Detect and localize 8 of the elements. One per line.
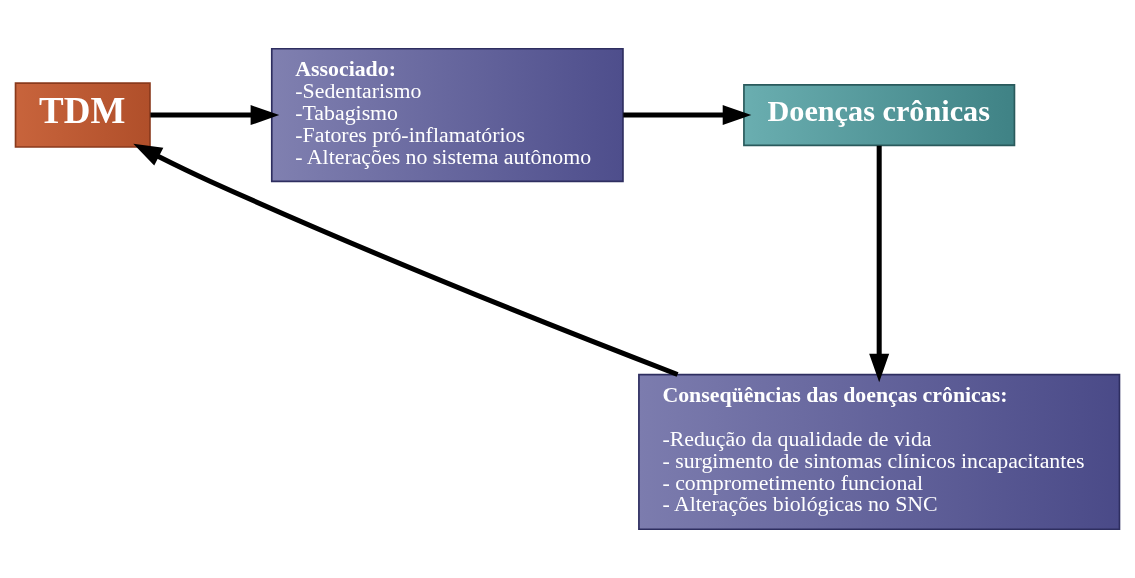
arrow	[133, 143, 679, 377]
arrow	[150, 105, 280, 126]
arrow	[623, 105, 752, 126]
node-box: Associado: -Sedentarismo -Tabagismo -Fatores pró-inflamatórios - Alterações no sistema autônomo	[270, 47, 624, 183]
node-box: TDM	[14, 82, 151, 148]
node-box: Conseqüências das doenças crônicas: -Redução da qualidade de vida - surgimento de sintomas clínicos incapacitantes - comprometimento funcional - Alterações biológicas no SNC	[638, 373, 1121, 531]
node-box: Doenças crônicas	[743, 84, 1016, 147]
arrow	[869, 145, 890, 383]
